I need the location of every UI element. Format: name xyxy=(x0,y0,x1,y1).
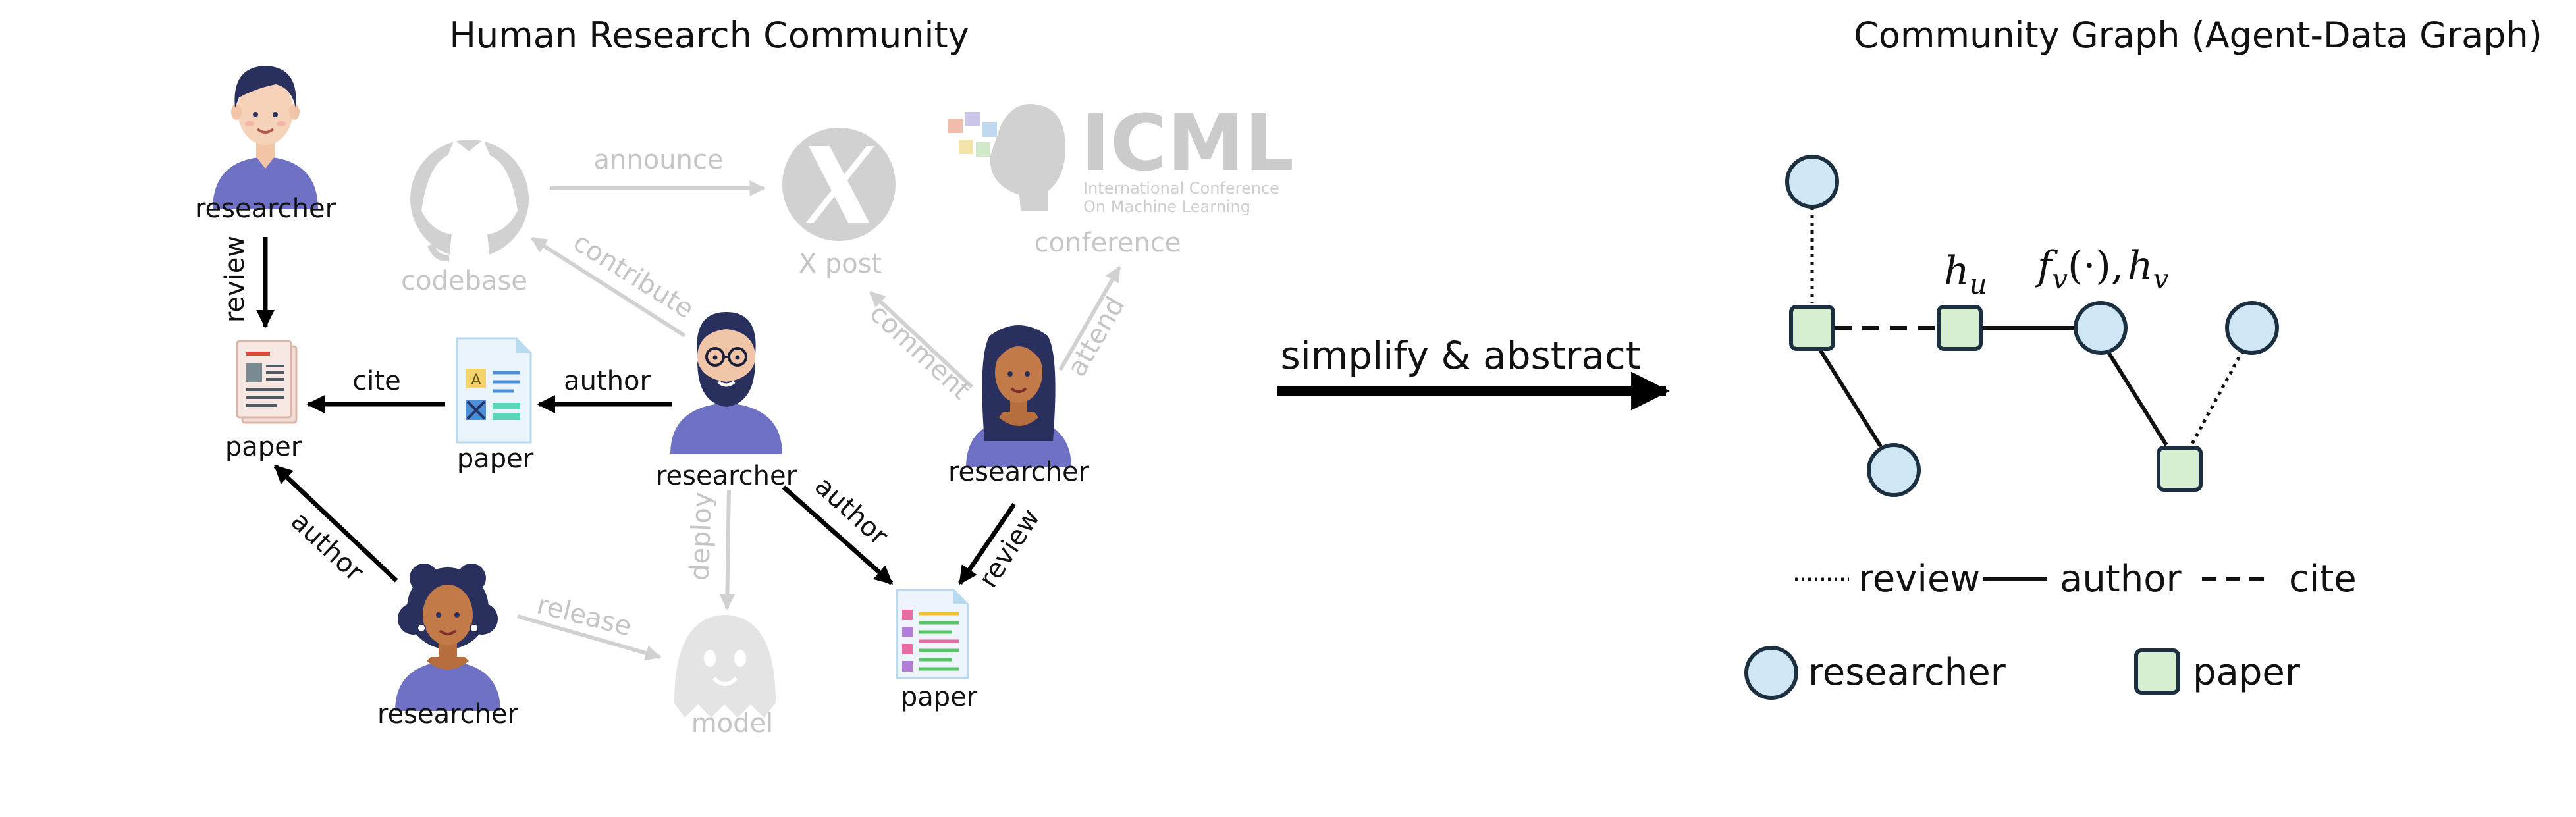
author-edge-center-bottom xyxy=(782,485,894,585)
attend-label: attend xyxy=(1061,292,1131,382)
simplify-abstract-label: simplify & abstract xyxy=(1280,333,1640,378)
paper-bottom-icon xyxy=(896,589,969,679)
researcher-bottom-left: researcher xyxy=(377,562,519,729)
attend-edge xyxy=(1058,265,1121,371)
model-label: model xyxy=(691,708,774,739)
researcher-top-left: researcher xyxy=(195,65,336,224)
graph-researcher-node-hv xyxy=(2074,301,2128,355)
legend-researcher-node xyxy=(1744,646,1798,700)
researcher-right: researcher xyxy=(948,324,1090,487)
graph-researcher-node-2 xyxy=(1867,443,1921,497)
author-edge-center-label: author xyxy=(564,366,651,396)
graph-paper-node-3 xyxy=(2157,446,2203,492)
x-logo-icon xyxy=(782,128,896,241)
researcher-right-label: researcher xyxy=(948,457,1090,487)
graph-author-edge-3 xyxy=(2105,349,2168,446)
paper-left: paper xyxy=(225,340,302,462)
comment-edge xyxy=(869,290,974,389)
faded-elements: codebase X post ICML International Confe… xyxy=(401,97,1294,739)
community-graph: hu fv(·),hv xyxy=(1785,155,2279,497)
legend-paper-node xyxy=(2134,648,2180,695)
graph-paper-node-1 xyxy=(1789,305,1835,351)
cite-edge-label: cite xyxy=(352,366,400,396)
graph-researcher-node-1 xyxy=(1785,155,1839,209)
graph-legend: review author cite researcher paper xyxy=(1744,558,2357,700)
github-octocat-icon xyxy=(410,140,529,262)
author-edge-bottom-left xyxy=(273,464,398,583)
deploy-edge xyxy=(719,489,736,610)
icml-logo: ICML International Conference On Machine… xyxy=(948,97,1294,216)
hu-label: hu xyxy=(1944,248,1987,300)
left-panel-title: Human Research Community xyxy=(449,14,969,56)
paper-middle-label: paper xyxy=(457,444,534,474)
legend-researcher-label: researcher xyxy=(1808,651,2006,694)
review-edge-top-label: review xyxy=(220,236,250,323)
researcher-center-label: researcher xyxy=(656,461,797,491)
paper-middle: A paper xyxy=(456,337,534,474)
paper-middle-icon: A xyxy=(456,337,532,444)
paper-left-icon xyxy=(236,340,298,424)
icml-logo-text: ICML xyxy=(1081,97,1294,188)
icml-logo-subtitle-1: International Conference xyxy=(1083,179,1279,198)
deploy-label: deploy xyxy=(685,491,718,581)
researcher-top-left-label: researcher xyxy=(195,194,336,224)
x-post-label: X post xyxy=(799,249,882,279)
legend-paper-label: paper xyxy=(2193,651,2301,694)
huggingface-ghost-icon xyxy=(674,615,776,718)
fv-hv-label: fv(·),hv xyxy=(2035,243,2169,295)
researcher-bottom-left-label: researcher xyxy=(377,699,519,729)
conference-label: conference xyxy=(1034,228,1181,258)
graph-author-edge-1 xyxy=(1817,346,1883,448)
graph-paper-node-hu xyxy=(1937,305,1983,351)
legend-review-label: review xyxy=(1858,558,1980,600)
announce-label: announce xyxy=(594,145,724,175)
icml-logo-subtitle-2: On Machine Learning xyxy=(1083,198,1250,216)
paper-middle-icon-letter: A xyxy=(471,372,481,388)
codebase-label: codebase xyxy=(401,266,527,296)
review-edge-right xyxy=(958,503,1016,585)
paper-bottom-label: paper xyxy=(901,682,978,712)
legend-author-label: author xyxy=(2060,558,2182,600)
author-edge-center-bottom-label: author xyxy=(809,471,894,552)
right-panel-title: Community Graph (Agent-Data Graph) xyxy=(1854,14,2542,56)
graph-review-edge-2 xyxy=(2189,349,2245,446)
paper-bottom: paper xyxy=(896,589,978,712)
release-edge xyxy=(517,614,662,661)
graph-researcher-node-4 xyxy=(2225,301,2279,355)
legend-cite-label: cite xyxy=(2289,558,2357,600)
paper-left-label: paper xyxy=(225,432,302,462)
contribute-edge xyxy=(530,236,686,338)
comment-label: comment xyxy=(864,298,976,406)
researcher-center: researcher xyxy=(656,312,797,491)
